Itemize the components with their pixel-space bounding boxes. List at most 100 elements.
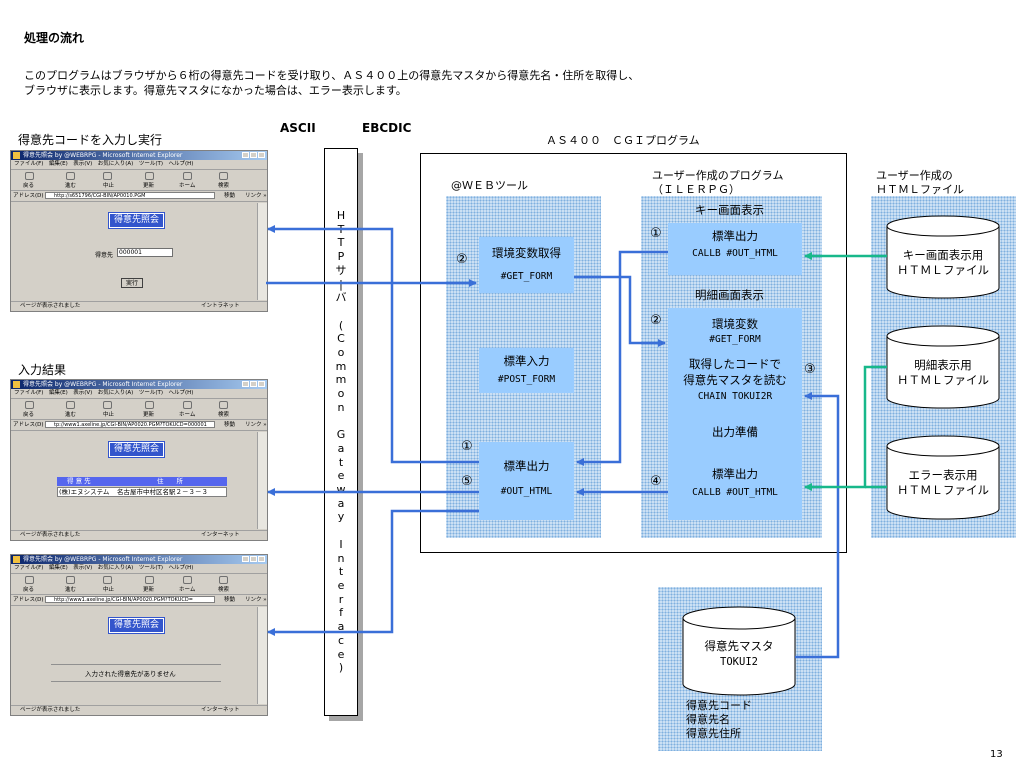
detail-screen-label: 明細画面表示	[695, 288, 764, 302]
code-input[interactable]: 000001	[117, 248, 173, 257]
forward-label[interactable]: 進む	[65, 183, 77, 189]
forward-label[interactable]: 進む	[65, 587, 77, 593]
stop-label[interactable]: 中止	[103, 183, 115, 189]
ie-icon	[13, 152, 20, 159]
browser-window-input: 得意先照会 by @WEBRPG - Microsoft Internet Ex…	[10, 150, 268, 312]
label-user-program-2: （ＩＬＥＲＰＧ）	[652, 183, 740, 196]
key-output-title: 標準出力	[712, 229, 758, 243]
stop-icon[interactable]	[103, 576, 112, 584]
step-1-rpg: ①	[650, 226, 662, 241]
back-icon[interactable]	[25, 576, 34, 584]
browser-menu[interactable]: ファイル(F) 編集(E) 表示(V) お気に入り(A) ツール(T) ヘルプ(…	[11, 160, 267, 170]
http-server-char: I	[339, 537, 343, 551]
master-name: 得意先マスタ	[704, 639, 774, 653]
home-icon[interactable]	[183, 576, 192, 584]
run-button[interactable]: 実行	[121, 278, 143, 288]
home-icon[interactable]	[183, 401, 192, 409]
browser-window-error: 得意先照会 by @WEBRPG - Microsoft Internet Ex…	[10, 554, 268, 716]
maximize-button[interactable]	[250, 556, 257, 562]
browser-content: 得意先照会 入力された得意先がありません	[11, 607, 257, 704]
go-button[interactable]: 移動	[224, 597, 236, 603]
browser-menu[interactable]: ファイル(F) 編集(E) 表示(V) お気に入り(A) ツール(T) ヘルプ(…	[11, 389, 267, 399]
links-button[interactable]: リンク »	[245, 422, 267, 428]
page-number: 13	[990, 749, 1003, 760]
stop-label[interactable]: 中止	[103, 412, 115, 418]
back-label[interactable]: 戻る	[23, 183, 35, 189]
refresh-icon[interactable]	[145, 172, 154, 180]
forward-icon[interactable]	[66, 576, 75, 584]
maximize-button[interactable]	[250, 381, 257, 387]
forward-icon[interactable]	[66, 401, 75, 409]
links-button[interactable]: リンク »	[245, 597, 267, 603]
scrollbar[interactable]	[257, 203, 267, 300]
refresh-label[interactable]: 更新	[143, 587, 155, 593]
home-icon[interactable]	[183, 172, 192, 180]
forward-label[interactable]: 進む	[65, 412, 77, 418]
go-button[interactable]: 移動	[224, 422, 236, 428]
home-label[interactable]: ホーム	[179, 412, 196, 418]
close-button[interactable]	[258, 556, 265, 562]
browser-menu[interactable]: ファイル(F) 編集(E) 表示(V) お気に入り(A) ツール(T) ヘルプ(…	[11, 564, 267, 574]
home-label[interactable]: ホーム	[179, 587, 196, 593]
refresh-icon[interactable]	[145, 576, 154, 584]
address-label: アドレス(D)	[13, 422, 44, 428]
stop-icon[interactable]	[103, 401, 112, 409]
zone-text: インターネット	[201, 532, 240, 538]
home-label[interactable]: ホーム	[179, 183, 196, 189]
search-label[interactable]: 検索	[218, 412, 230, 418]
screen-title: 得意先照会	[107, 617, 166, 634]
minimize-button[interactable]	[242, 381, 249, 387]
search-label[interactable]: 検索	[218, 183, 230, 189]
close-button[interactable]	[258, 152, 265, 158]
step-3-rpg: ③	[804, 362, 816, 377]
std-output-box: 標準出力 #OUT_HTML	[479, 442, 574, 520]
back-icon[interactable]	[25, 401, 34, 409]
links-button[interactable]: リンク »	[245, 193, 267, 199]
close-button[interactable]	[258, 381, 265, 387]
step-2-rpg: ②	[650, 313, 662, 328]
minimize-button[interactable]	[242, 556, 249, 562]
search-icon[interactable]	[219, 576, 228, 584]
as400-frame	[420, 153, 847, 553]
refresh-icon[interactable]	[145, 401, 154, 409]
env-title: 環境変数	[712, 317, 758, 331]
address-input[interactable]: http://www1.axeline.jp/CGI-BIN/AP0020.PG…	[45, 596, 215, 603]
back-label[interactable]: 戻る	[23, 412, 35, 418]
refresh-label[interactable]: 更新	[143, 183, 155, 189]
search-label[interactable]: 検索	[218, 587, 230, 593]
arrow-key-output	[576, 250, 668, 466]
http-server-char: t	[338, 565, 344, 579]
status-text: ページが表示されました	[20, 532, 81, 538]
master-field-1: 得意先コード	[686, 699, 752, 712]
forward-icon[interactable]	[66, 172, 75, 180]
address-bar: アドレス(D) tp://www1.axeline.jp/CGI-BIN/AP0…	[11, 420, 267, 431]
minimize-button[interactable]	[242, 152, 249, 158]
refresh-label[interactable]: 更新	[143, 412, 155, 418]
browser-title: 得意先照会 by @WEBRPG - Microsoft Internet Ex…	[23, 556, 183, 563]
back-icon[interactable]	[25, 172, 34, 180]
go-button[interactable]: 移動	[224, 193, 236, 199]
env-get-title: 環境変数取得	[492, 246, 561, 260]
address-input[interactable]: tp://www1.axeline.jp/CGI-BIN/AP0020.PGM?…	[45, 421, 215, 428]
search-icon[interactable]	[219, 172, 228, 180]
description-line-1: このプログラムはブラウザから６桁の得意先コードを受け取り、ＡＳ４００上の得意先マ…	[24, 69, 640, 82]
browser-title: 得意先照会 by @WEBRPG - Microsoft Internet Ex…	[23, 381, 183, 388]
result-table-header: 得 意 先 住 所	[57, 477, 227, 486]
scrollbar[interactable]	[257, 607, 267, 704]
http-server-char: f	[339, 606, 343, 620]
back-label[interactable]: 戻る	[23, 587, 35, 593]
stop-label[interactable]: 中止	[103, 587, 115, 593]
env-get-code: #GET_FORM	[500, 271, 553, 282]
code-label: 得意先	[95, 252, 114, 259]
error-html-label-2: ＨＴＭＬファイル	[897, 483, 989, 497]
address-input[interactable]: http://s651796/CGI-BIN/AP0010.PGM	[45, 192, 215, 199]
http-server-char: P	[337, 250, 345, 264]
master-field-3: 得意先住所	[686, 727, 741, 740]
stop-icon[interactable]	[103, 172, 112, 180]
search-icon[interactable]	[219, 401, 228, 409]
maximize-button[interactable]	[250, 152, 257, 158]
http-server-char: サ	[335, 263, 347, 277]
step-1-web: ①	[461, 439, 473, 454]
label-ebcdic: EBCDIC	[362, 121, 412, 135]
scrollbar[interactable]	[257, 432, 267, 529]
